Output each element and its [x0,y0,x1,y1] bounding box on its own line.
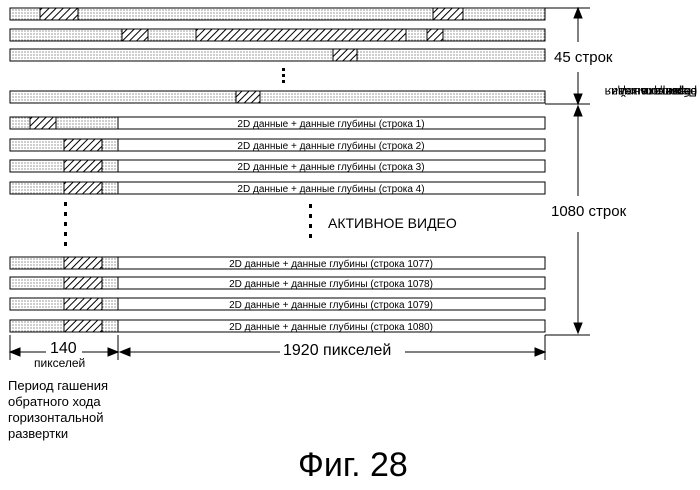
vertical-blanking-period-label: Период гашения обратного хода вертикальн… [612,14,700,109]
active-row-label: 2D данные + данные глубины (строка 1077) [229,258,433,270]
vblank-line-4: развертки [642,85,698,99]
vertical-blanking-count: 45 строк [552,49,614,66]
row-hatch-block [30,117,56,129]
hblank-line-3: горизонтальной [8,410,108,426]
row-hatch-block [64,257,102,269]
active-pixels-label: 1920 пикселей [283,342,391,360]
row-blanking-segment [10,117,118,129]
active-row-label: 2D данные + данные глубины (строка 1078) [229,278,433,290]
blank-row [10,91,545,103]
horizontal-blanking-period-label: Период гашения обратного хода горизонтал… [8,378,108,442]
hblank-line-4: развертки [8,426,108,442]
active-row-label: 2D данные + данные глубины (строка 3) [237,161,424,173]
hatch-block [122,29,148,41]
hatch-block [40,8,78,20]
active-row-label: 2D данные + данные глубины (строка 2) [237,140,424,152]
row-hatch-block [64,182,102,194]
hblank-pixels-word: пикселей [34,356,85,370]
active-rows: 2D данные + данные глубины (строка 1) 2D … [10,117,545,333]
hatch-block [427,29,443,41]
active-row-label: 2D данные + данные глубины (строка 1079) [229,299,433,311]
row-hatch-block [64,277,102,289]
active-row-label: 2D данные + данные глубины (строка 1) [237,118,424,130]
active-row-label: 2D данные + данные глубины (строка 1080) [229,321,433,333]
row-hatch-block [64,139,102,151]
hatch-block [236,91,260,103]
middle-ellipsis [309,204,312,238]
active-row-label: 2D данные + данные глубины (строка 4) [237,183,424,195]
figure-caption: Фиг. 28 [298,446,408,485]
horizontal-dimension [10,335,545,360]
hblank-line-1: Период гашения [8,378,108,394]
hatch-block [196,29,406,41]
row-hatch-block [64,160,102,172]
hblank-line-2: обратного хода [8,394,108,410]
active-video-label: АКТИВНОЕ ВИДЕО [328,215,457,231]
hatch-block [333,49,357,61]
blank-row [10,49,545,61]
vertical-ellipsis [282,68,285,83]
vertical-blanking-rows [10,8,545,103]
row-hatch-block [64,298,102,310]
row-hatch-block [64,320,102,332]
active-lines-count: 1080 строк [549,203,628,220]
hatch-block [433,8,463,20]
left-ellipsis [64,202,67,246]
blank-row [10,8,545,20]
